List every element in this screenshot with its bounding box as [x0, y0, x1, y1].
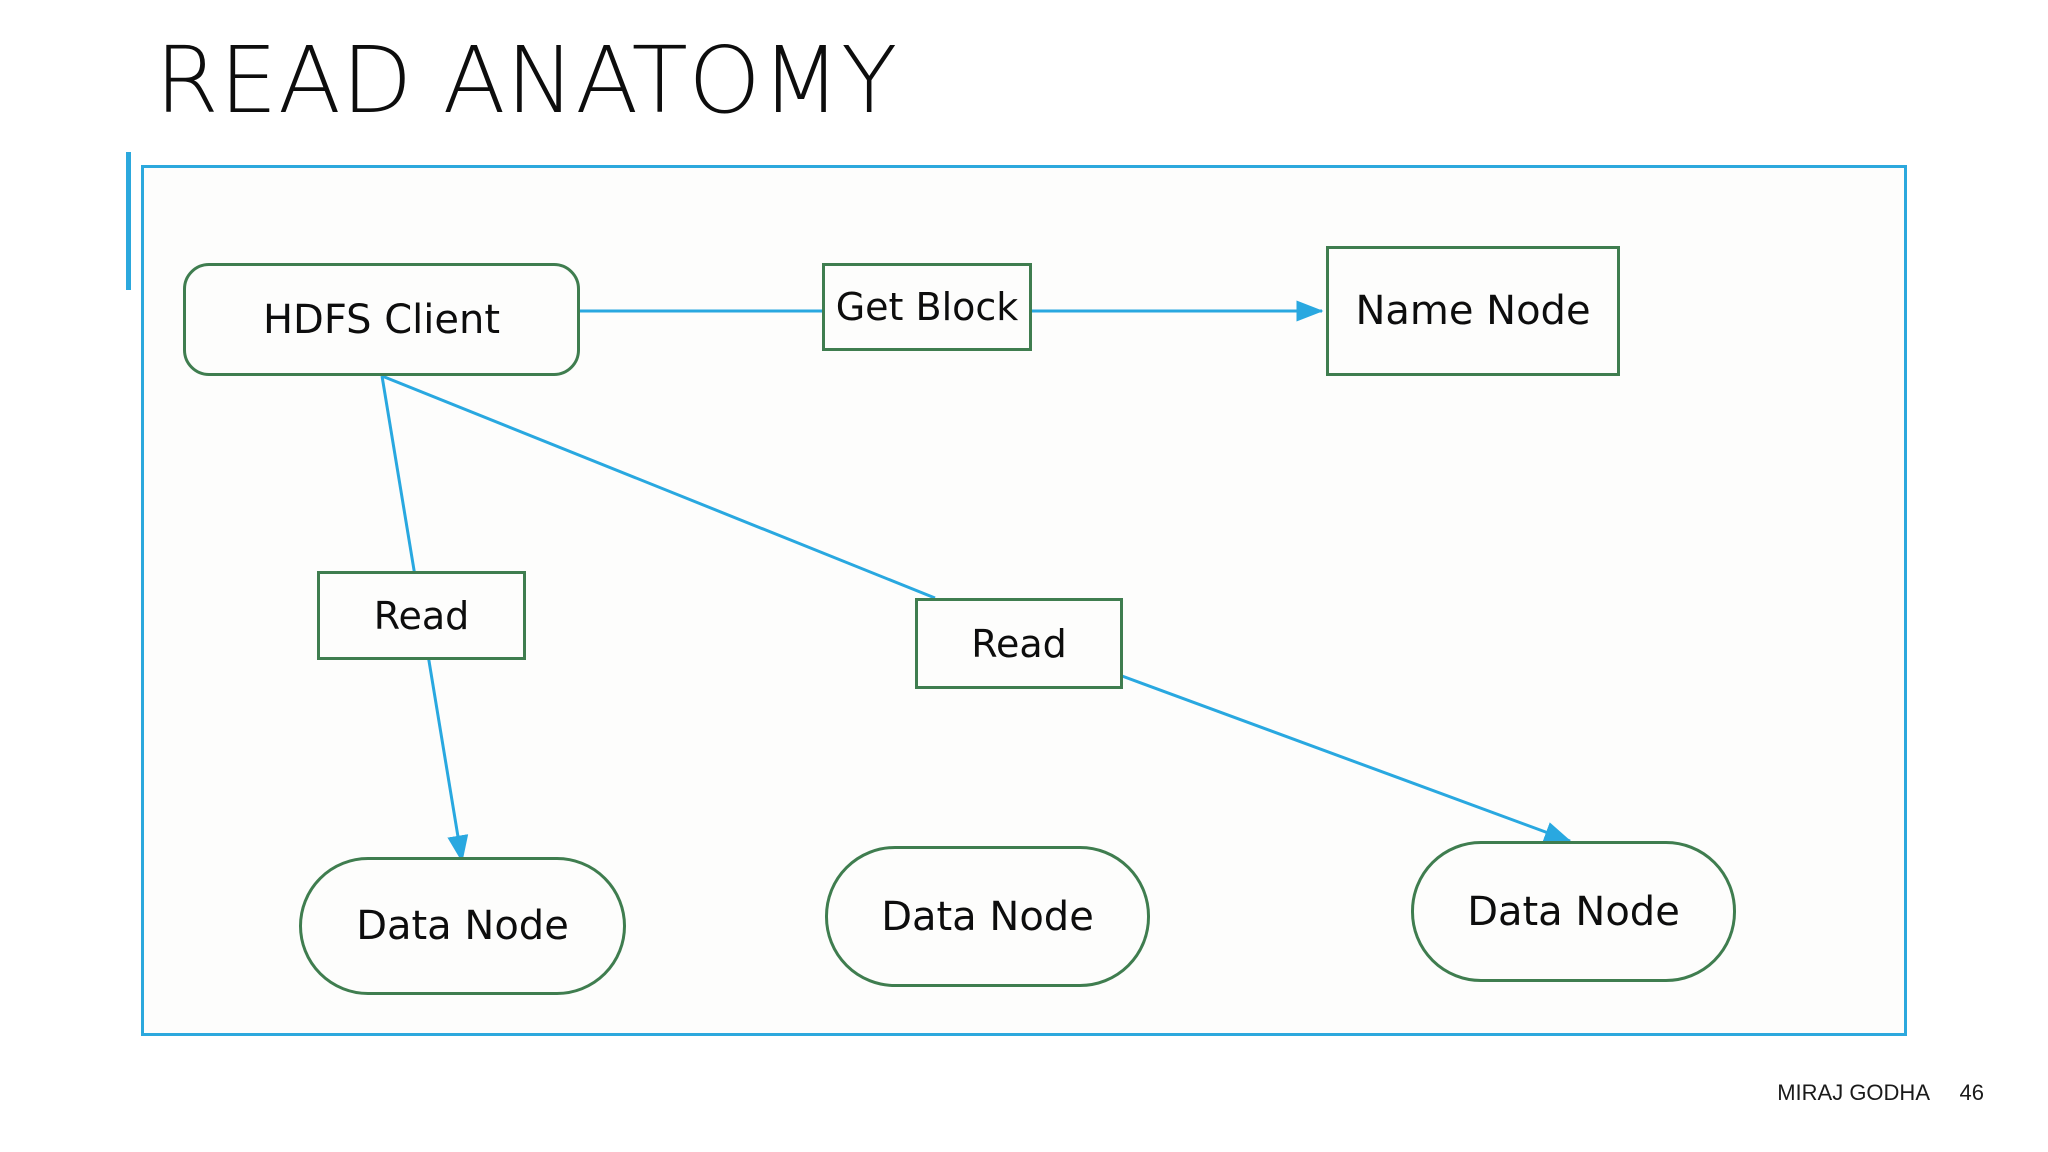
node-read-left[interactable]: Read [317, 571, 526, 660]
node-data-node-1-label: Data Node [356, 903, 569, 949]
node-get-block-label: Get Block [835, 285, 1019, 329]
node-data-node-3-label: Data Node [1467, 888, 1680, 935]
title-accent-bar [126, 152, 131, 290]
node-read-left-label: Read [373, 593, 470, 638]
footer-page-number: 46 [1959, 1080, 1984, 1105]
node-hdfs-client-label: HDFS Client [262, 296, 501, 343]
node-hdfs-client[interactable]: HDFS Client [183, 263, 580, 376]
node-read-right[interactable]: Read [915, 598, 1123, 689]
node-name-node-label: Name Node [1355, 288, 1591, 334]
node-name-node[interactable]: Name Node [1326, 246, 1620, 376]
node-data-node-2[interactable]: Data Node [825, 846, 1150, 987]
node-data-node-2-label: Data Node [881, 893, 1094, 940]
node-data-node-1[interactable]: Data Node [299, 857, 626, 995]
page-title: READ ANATOMY [155, 27, 898, 134]
slide-footer: MIRAJ GODHA 46 [0, 1080, 2048, 1120]
footer-author: MIRAJ GODHA [1777, 1080, 1930, 1105]
node-get-block[interactable]: Get Block [822, 263, 1032, 351]
node-data-node-3[interactable]: Data Node [1411, 841, 1736, 982]
node-read-right-label: Read [971, 621, 1067, 666]
